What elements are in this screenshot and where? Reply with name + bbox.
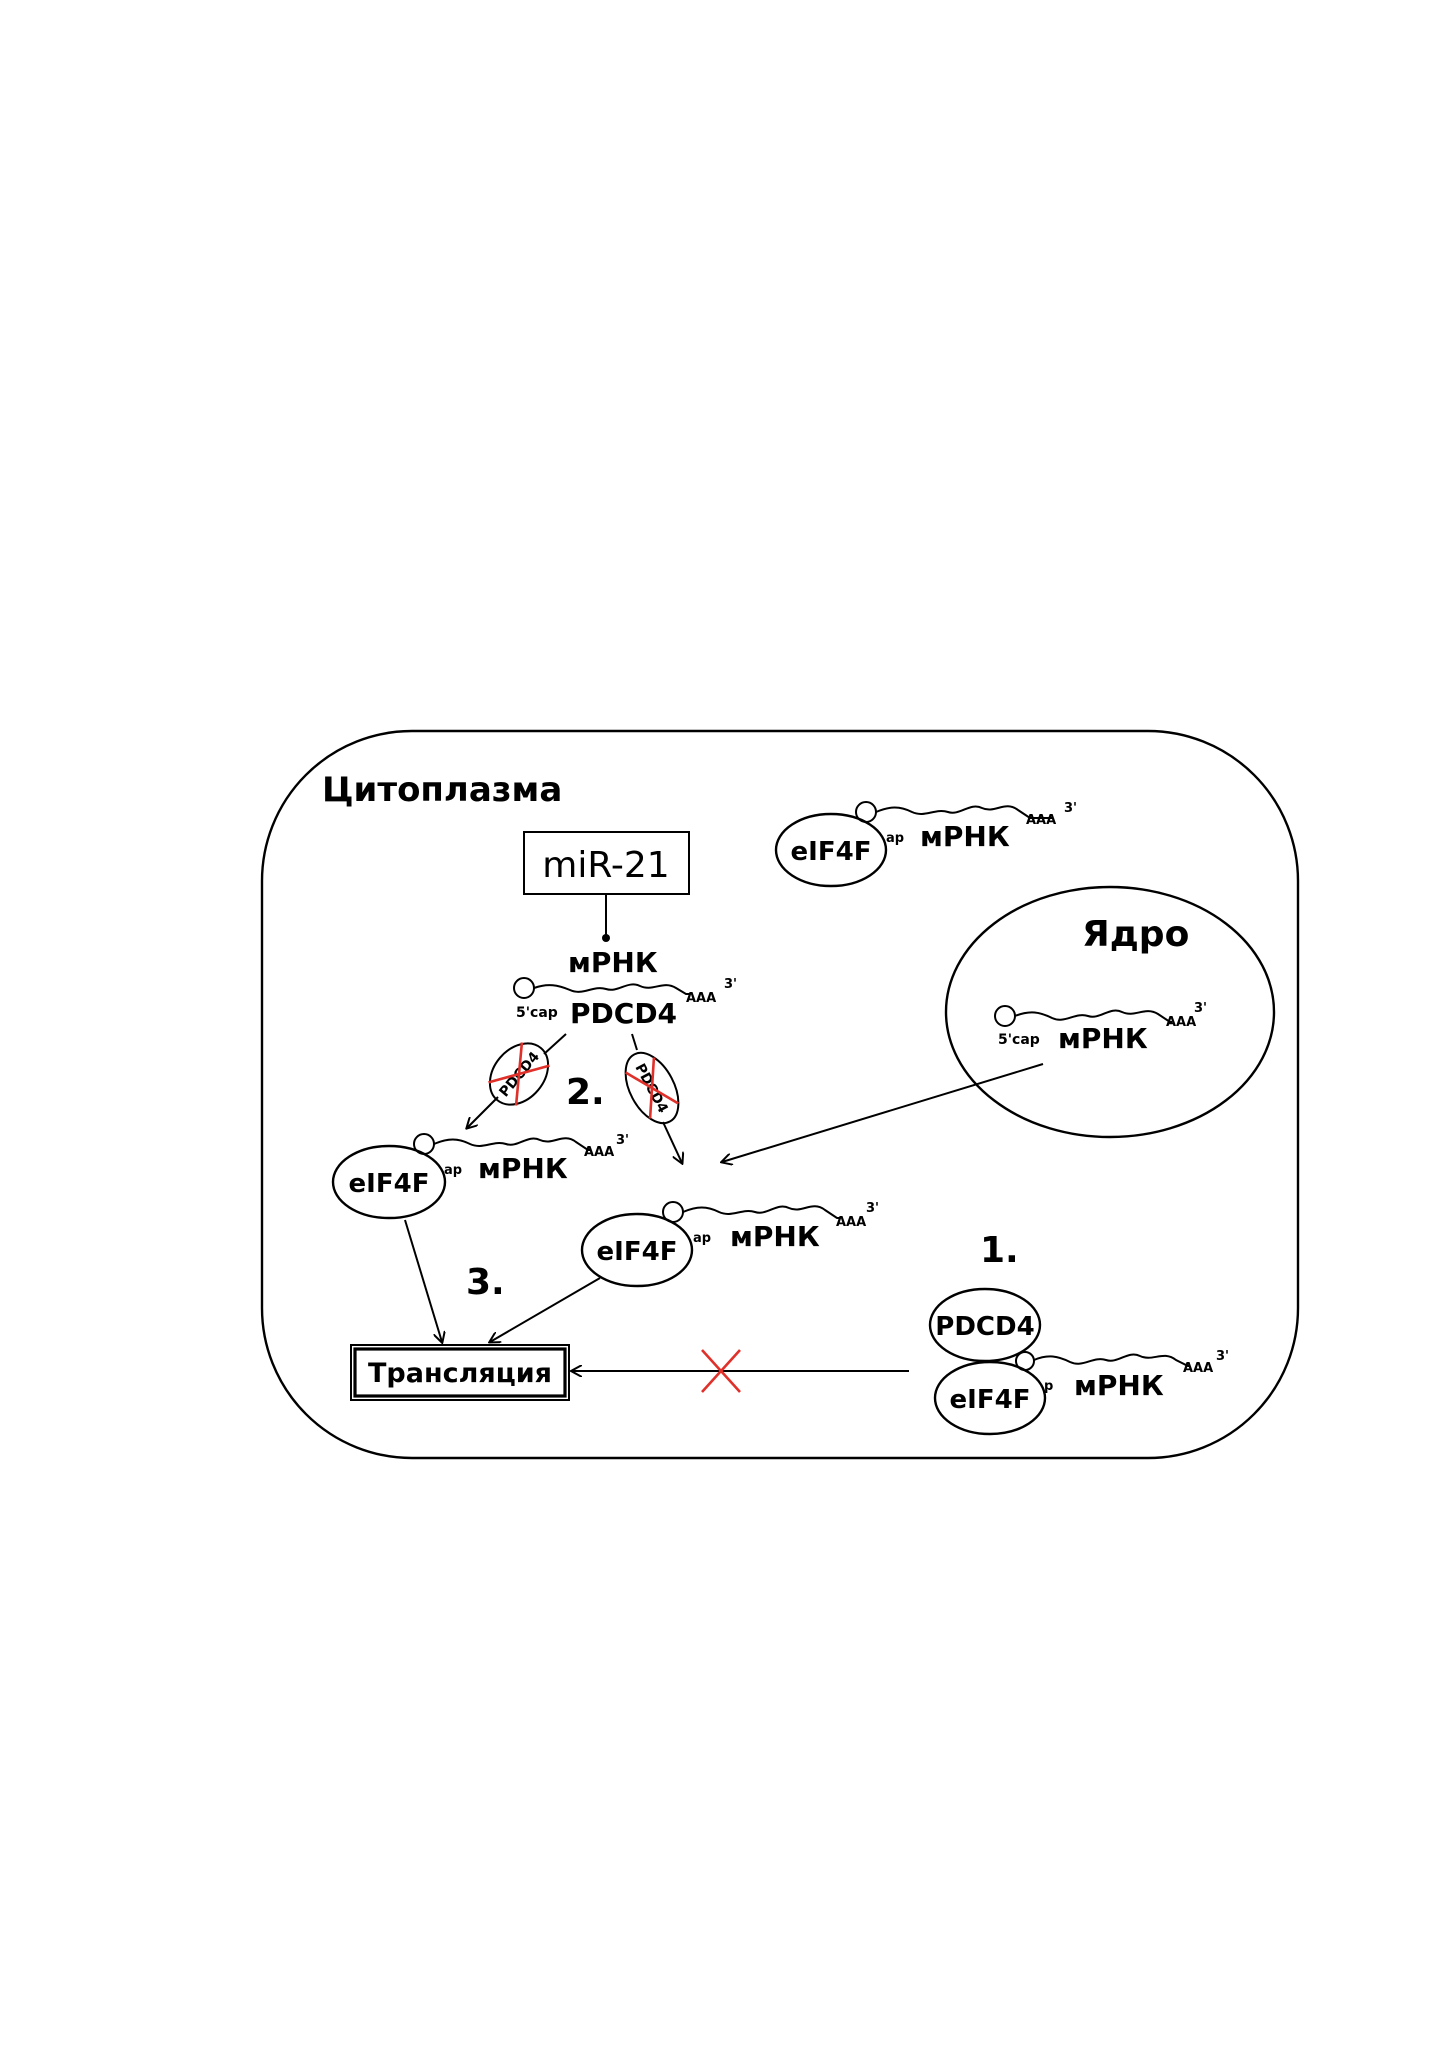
mrna-label-bottom: мРНК bbox=[1074, 1369, 1164, 1402]
mrna-label-middle: мРНК bbox=[730, 1220, 820, 1253]
polya-label-pdcd4: AAA bbox=[686, 991, 716, 1006]
eif4f-label-top: eIF4F bbox=[791, 837, 872, 867]
eif4f-label-middle: eIF4F bbox=[597, 1237, 678, 1267]
mir21-inhibition-dot bbox=[602, 934, 610, 942]
polya-label-nucleus: AAA bbox=[1166, 1015, 1196, 1030]
mrna-strand-top bbox=[875, 805, 1052, 819]
polya-label-middle: AAA bbox=[836, 1215, 866, 1230]
three-prime-label-top: 3' bbox=[1064, 801, 1077, 816]
pdcd4-gene-label: PDCD4 bbox=[570, 997, 677, 1030]
polya-label-bottom: AAA bbox=[1183, 1361, 1213, 1376]
nucleus-boundary bbox=[944, 885, 1276, 1139]
step-1-label: 1. bbox=[980, 1230, 1019, 1271]
cap-label-pdcd4: 5'cap bbox=[516, 1005, 558, 1021]
mrna-label-pdcd4: мРНК bbox=[568, 946, 658, 979]
eif4f-label-left: eIF4F bbox=[349, 1169, 430, 1199]
translation-label: Трансляция bbox=[368, 1358, 552, 1389]
mrna-label-top: мРНК bbox=[920, 820, 1010, 853]
export-arrow bbox=[722, 1063, 1044, 1162]
eif4f-complex-top bbox=[774, 812, 888, 888]
pdcd4-bound-label: PDCD4 bbox=[935, 1312, 1034, 1342]
nucleus-label: Ядро bbox=[1082, 914, 1189, 955]
cytoplasm-label: Цитоплазма bbox=[322, 770, 562, 810]
eif4f-label-bottom: eIF4F bbox=[950, 1385, 1031, 1415]
cap-circle-top bbox=[855, 801, 877, 823]
cap-label-bottom: p bbox=[1044, 1379, 1053, 1394]
mrna-strand-nucleus bbox=[1014, 1009, 1172, 1023]
three-prime-label-pdcd4: 3' bbox=[724, 977, 737, 992]
mrna-strand-bottom bbox=[1033, 1353, 1190, 1367]
three-prime-label-bottom: 3' bbox=[1216, 1349, 1229, 1364]
cap-label-top: ap bbox=[886, 831, 904, 846]
step-3-label: 3. bbox=[466, 1262, 505, 1303]
cap-circle-nucleus bbox=[994, 1005, 1016, 1027]
cap-circle-middle bbox=[662, 1201, 684, 1223]
translation-box-inner bbox=[353, 1347, 567, 1398]
three-prime-label-left: 3' bbox=[616, 1133, 629, 1148]
mir21-label: miR-21 bbox=[542, 845, 669, 886]
mrna-label-nucleus: мРНК bbox=[1058, 1022, 1148, 1055]
eif4f-complex-bottom bbox=[933, 1360, 1047, 1436]
inhibition-cross bbox=[701, 1349, 741, 1393]
arrow-middle-to-translation bbox=[490, 1277, 601, 1342]
cap-label-nucleus: 5'cap bbox=[998, 1032, 1040, 1048]
step-2-label: 2. bbox=[566, 1072, 605, 1113]
cytoplasm-boundary bbox=[260, 729, 1300, 1460]
cap-circle-left bbox=[413, 1133, 435, 1155]
cap-circle-pdcd4 bbox=[513, 977, 535, 999]
pdcd4-arrow-left bbox=[467, 1096, 499, 1128]
cap-label-left: ap bbox=[444, 1163, 462, 1178]
arrow-left-to-translation bbox=[404, 1219, 442, 1342]
pdcd4-blocked-right: PDCD4 bbox=[624, 1051, 680, 1125]
three-prime-label-nucleus: 3' bbox=[1194, 1001, 1207, 1016]
polya-label-top: AAA bbox=[1026, 813, 1056, 828]
pdcd4-branch-left bbox=[543, 1033, 567, 1055]
mrna-strand-pdcd4 bbox=[533, 983, 690, 995]
eif4f-complex-middle bbox=[580, 1212, 694, 1288]
mrna-strand-left bbox=[433, 1137, 590, 1151]
eif4f-complex-left bbox=[331, 1144, 447, 1220]
cap-label-middle: ap bbox=[693, 1231, 711, 1246]
pdcd4-arrow-right bbox=[662, 1121, 682, 1163]
mrna-label-left: мРНК bbox=[478, 1152, 568, 1185]
mrna-strand-middle bbox=[682, 1205, 840, 1219]
pdcd4-branch-right bbox=[631, 1033, 638, 1051]
translation-box-outer bbox=[350, 1344, 570, 1401]
three-prime-label-middle: 3' bbox=[866, 1201, 879, 1216]
polya-label-left: AAA bbox=[584, 1145, 614, 1160]
